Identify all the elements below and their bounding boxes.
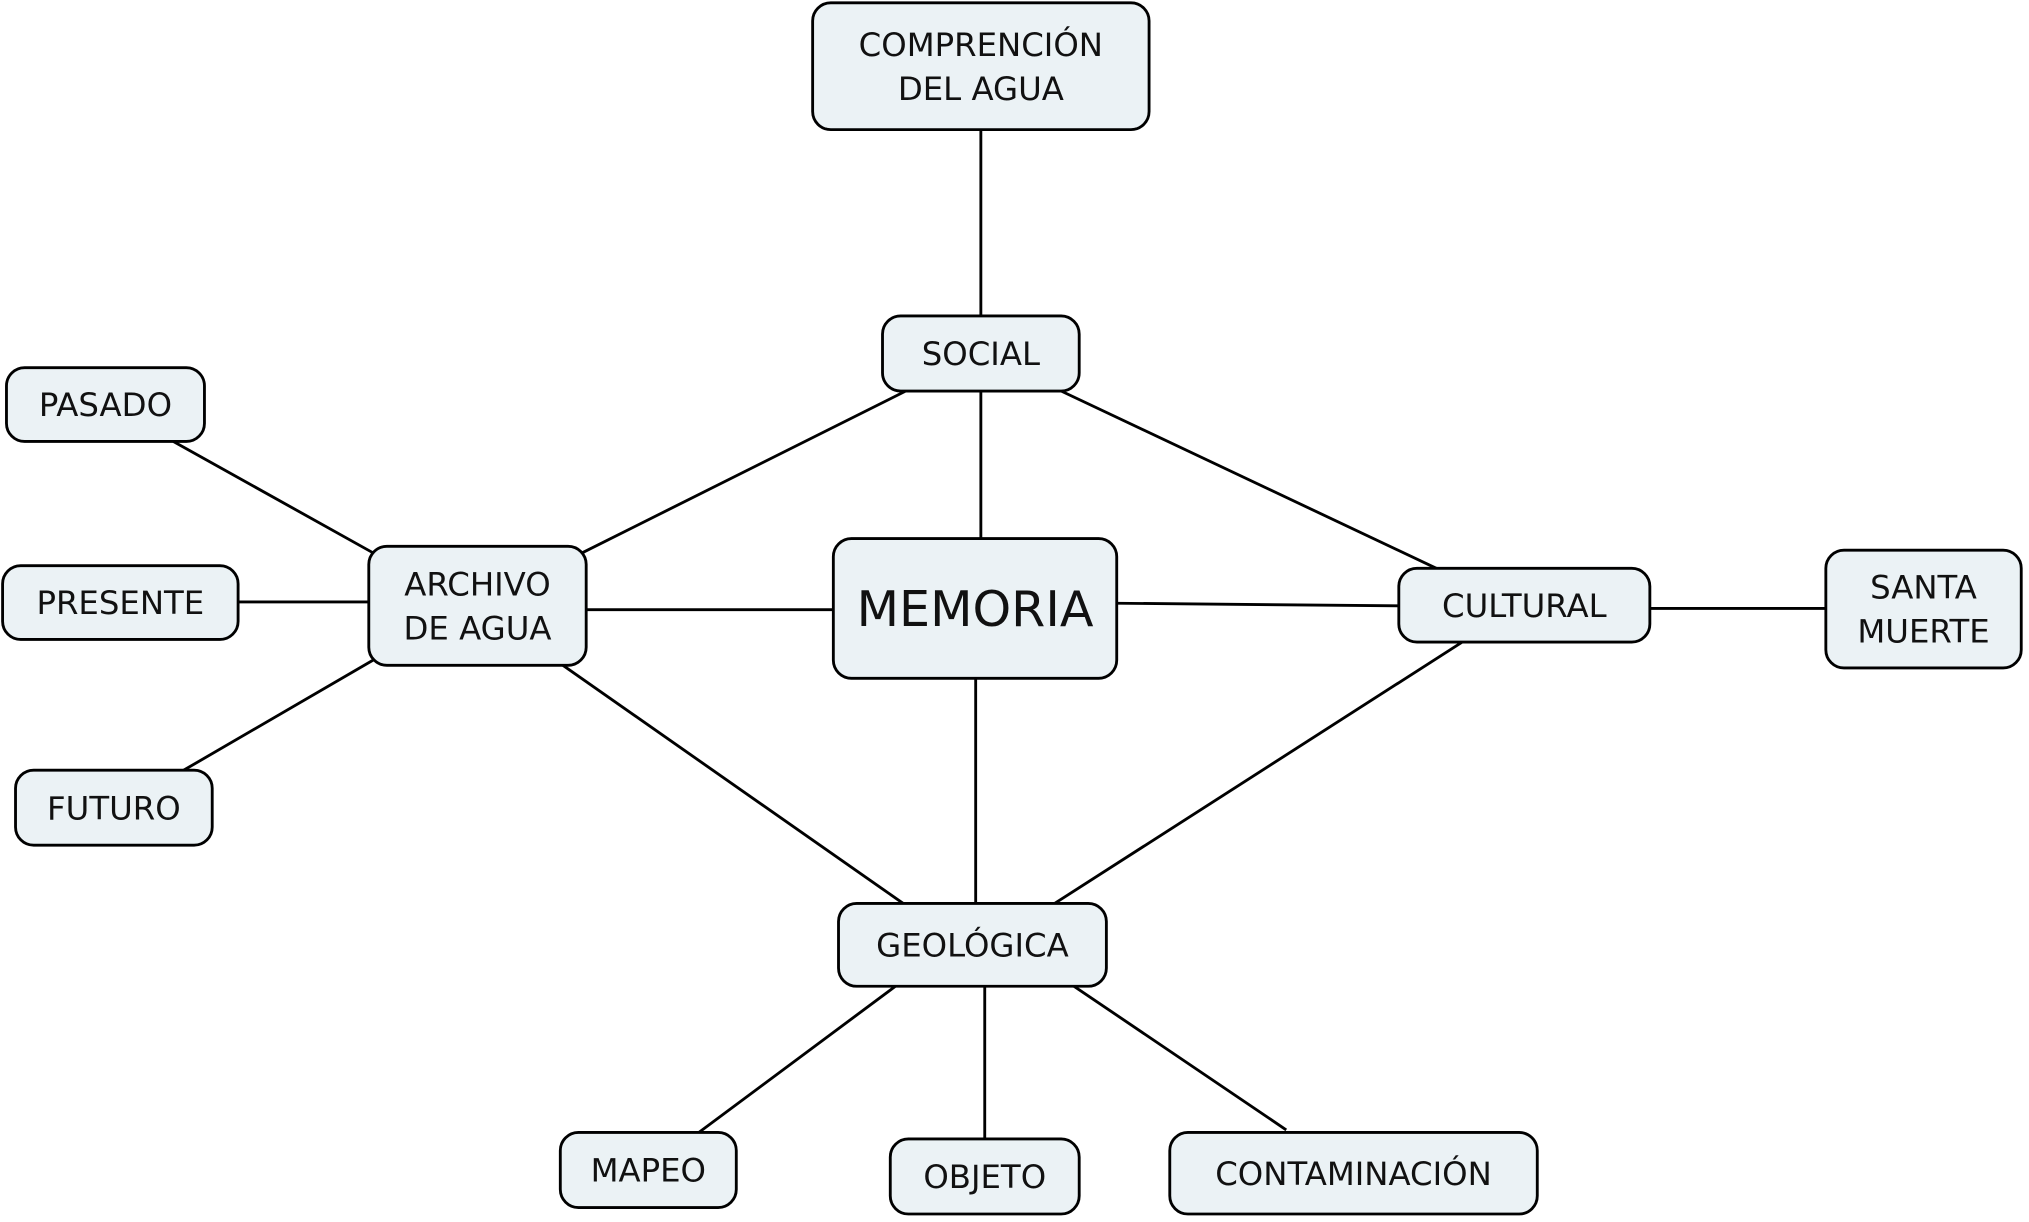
node-box	[558, 1131, 738, 1209]
node-objeto: OBJETO	[888, 1137, 1081, 1216]
node-label: OBJETO	[923, 1158, 1046, 1196]
node-box	[837, 902, 1108, 988]
edge-cultural-geologica	[1053, 640, 1463, 905]
node-label: MUERTE	[1857, 613, 1989, 651]
node-presente: PRESENTE	[1, 564, 240, 641]
node-label: MAPEO	[591, 1152, 706, 1190]
edge-memoria-cultural	[1116, 601, 1399, 608]
node-label: DEL AGUA	[898, 70, 1064, 108]
node-box	[881, 314, 1081, 393]
node-label: PRESENTE	[36, 584, 204, 622]
node-mapeo: MAPEO	[558, 1131, 738, 1209]
node-memoria: MEMORIA	[831, 537, 1119, 680]
node-futuro: FUTURO	[14, 768, 214, 847]
node-geologica: GEOLÓGICA	[837, 902, 1108, 988]
node-label: FUTURO	[47, 789, 181, 827]
node-box	[1824, 548, 2023, 670]
node-comprension: COMPRENCIÓN DEL AGUA	[811, 1, 1151, 132]
node-contaminacion: CONTAMINACIÓN	[1168, 1131, 1539, 1216]
node-label: ARCHIVO	[404, 565, 550, 603]
node-label: PASADO	[39, 386, 172, 424]
node-santa-muerte: SANTA MUERTE	[1824, 548, 2023, 670]
edge-geologica-mapeo	[697, 985, 897, 1134]
node-box	[14, 768, 214, 847]
edge-archivo-futuro	[183, 657, 376, 772]
node-box	[367, 544, 588, 667]
edge-archivo-geologica	[562, 664, 905, 905]
node-label: SANTA	[1870, 569, 1977, 607]
node-cultural: CULTURAL	[1397, 566, 1652, 644]
node-label: CONTAMINACIÓN	[1215, 1154, 1492, 1193]
node-label: MEMORIA	[857, 580, 1094, 638]
node-box	[1, 564, 240, 641]
node-social: SOCIAL	[881, 314, 1081, 393]
node-box	[5, 366, 206, 443]
node-label: COMPRENCIÓN	[859, 25, 1103, 64]
edge-social-cultural	[1060, 389, 1437, 570]
edge-social-archivo	[579, 389, 907, 556]
node-label: DE AGUA	[403, 609, 551, 647]
node-box	[888, 1137, 1081, 1216]
node-archivo: ARCHIVO DE AGUA	[367, 544, 588, 667]
connectors	[172, 129, 1826, 1139]
edge-archivo-pasado	[172, 440, 376, 556]
node-box	[831, 537, 1119, 680]
edge-geologica-contaminacion	[1073, 985, 1288, 1132]
node-box	[1168, 1131, 1539, 1216]
node-box	[811, 1, 1151, 132]
node-box	[1397, 566, 1652, 644]
node-label: GEOLÓGICA	[876, 925, 1069, 964]
node-pasado: PASADO	[5, 366, 206, 443]
node-label: CULTURAL	[1442, 587, 1607, 625]
node-label: SOCIAL	[922, 335, 1040, 373]
